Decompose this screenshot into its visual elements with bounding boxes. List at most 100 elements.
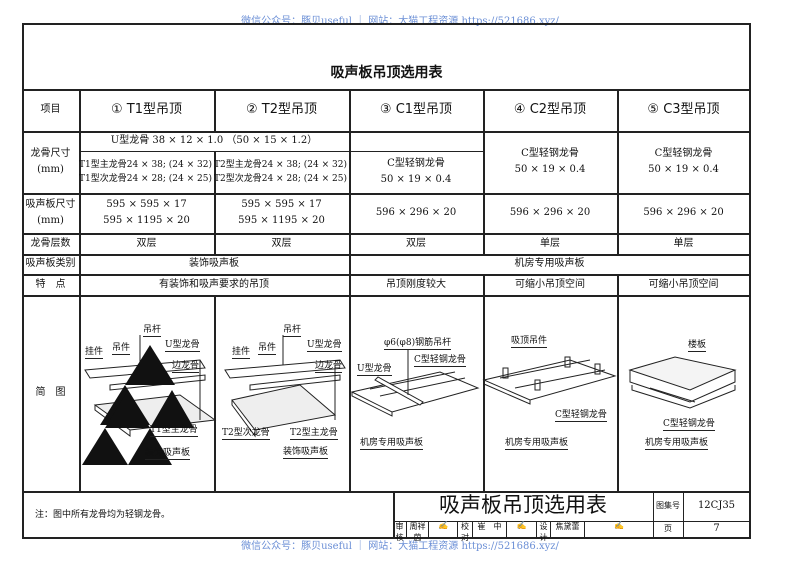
c3-label-c-keel: C型轻钢龙骨 xyxy=(663,419,715,431)
divider xyxy=(683,491,684,537)
divider xyxy=(393,521,750,522)
t1-label-hanger: 吊件 xyxy=(112,343,131,355)
c2-feature: 可缩小吊顶空间 xyxy=(515,278,585,290)
t1-keel-size: T1型主龙骨24 × 38; (24 × 32) T1型次龙骨24 × 28; (… xyxy=(79,151,214,193)
divider xyxy=(393,491,395,537)
divider xyxy=(22,193,751,195)
footer-note: 注：图中所有龙骨均为轻钢龙骨。 xyxy=(35,510,171,520)
watermark-top: 微信公众号：豚贝useful ｜ 网站：大猫工程资源 https://52168… xyxy=(241,16,559,27)
black-triangle xyxy=(125,345,175,385)
divider xyxy=(79,151,483,152)
divider xyxy=(483,89,485,254)
label: 吸声板尺寸 xyxy=(25,199,76,210)
row-label-diagram: 简 图 xyxy=(35,387,66,398)
design-label: 设计 xyxy=(537,521,551,542)
size-b: 595 × 1195 × 20 xyxy=(238,215,325,226)
name: C型轻钢龙骨 xyxy=(654,148,713,159)
c1-diagram xyxy=(350,350,480,417)
size-b: 595 × 1195 × 20 xyxy=(103,215,190,226)
size: 50 × 19 × 0.4 xyxy=(648,164,719,175)
label: 龙骨尺寸 xyxy=(30,148,71,159)
t1-diagram xyxy=(82,335,217,465)
size: 50 × 19 × 0.4 xyxy=(380,174,452,185)
t1-label-edge-keel: 边龙骨 xyxy=(172,361,200,373)
black-triangle xyxy=(105,390,150,428)
t2-label-hook: 挂件 xyxy=(232,347,251,359)
page-label: 页 xyxy=(664,523,672,533)
unit: (mm) xyxy=(37,164,64,175)
c3-keel-size: C型轻钢龙骨 50 × 19 × 0.4 xyxy=(617,131,750,193)
row-label-keel-size: 龙骨尺寸 (mm) xyxy=(22,131,79,193)
c1-label-c-keel: C型轻钢龙骨 xyxy=(414,355,466,367)
reviewer-name: 周祥茵 xyxy=(407,521,429,542)
t2-board-size: 595 × 595 × 17 595 × 1195 × 20 xyxy=(214,193,349,233)
border-bottom xyxy=(22,537,751,539)
header-item: 项目 xyxy=(40,104,61,115)
divider xyxy=(22,491,751,493)
t2-main: T2型主龙骨24 × 38; (24 × 32) xyxy=(214,159,347,170)
c3-layers: 单层 xyxy=(673,237,694,249)
designer-signature: ✍ xyxy=(614,521,624,530)
size-a: 595 × 595 × 17 xyxy=(106,199,187,210)
t1-sub: T1型次龙骨24 × 28; (24 × 25) xyxy=(79,174,212,184)
t1-main: T1型主龙骨24 × 38; (24 × 32) xyxy=(79,159,212,170)
header-c3: ⑤ C3型吊顶 xyxy=(647,101,720,117)
t2-label-edge-keel: 边龙骨 xyxy=(315,361,343,373)
black-triangle xyxy=(128,428,172,465)
divider xyxy=(214,295,216,491)
divider xyxy=(617,274,619,491)
size: 50 × 19 × 0.4 xyxy=(514,164,586,175)
t2-label-sub-keel: T2型次龙骨 xyxy=(222,428,270,440)
row-label-board-size: 吸声板尺寸(mm) xyxy=(22,193,79,233)
divider xyxy=(22,131,751,133)
c3-board-size: 596 × 296 × 20 xyxy=(643,207,724,218)
divider xyxy=(22,254,751,256)
c3-diagram xyxy=(628,356,737,409)
c1-label-rod: φ6(φ8)钢筋吊杆 xyxy=(384,338,452,350)
row-label-board-type: 吸声板类别 xyxy=(25,258,76,269)
t2-layers: 双层 xyxy=(271,237,292,249)
atlas-number: 12CJ35 xyxy=(697,500,736,511)
c1-board-size: 596 × 296 × 20 xyxy=(375,207,457,218)
review-label: 审核 xyxy=(393,521,407,542)
divider xyxy=(349,274,351,491)
t2-label-hanger: 吊件 xyxy=(258,343,277,355)
header-c1: ③ C1型吊顶 xyxy=(379,101,453,117)
t1-label-board: 装饰吸声板 xyxy=(145,448,191,460)
border-top xyxy=(22,23,751,25)
signature-row: 审核 周祥茵 ✍ 校对 崔 中 ✍ 设计 焦黛蕾 ✍ xyxy=(393,521,653,542)
checker-signature: ✍ xyxy=(507,521,537,537)
t1-label-hanger-rod: 吊杆 xyxy=(143,325,162,337)
border-left xyxy=(22,23,24,538)
t2-sub: T2型次龙骨24 × 28; (24 × 25) xyxy=(214,174,347,184)
size-a: 595 × 595 × 17 xyxy=(241,199,322,210)
divider xyxy=(22,89,751,91)
t2-label-main-keel: T2型主龙骨 xyxy=(290,428,338,440)
check-label: 校对 xyxy=(458,521,473,542)
t-feature: 有装饰和吸声要求的吊顶 xyxy=(159,278,269,290)
footer-title: 吸声板吊顶选用表 xyxy=(439,493,607,518)
t1-label-hook: 挂件 xyxy=(85,347,104,359)
row-label-feature: 特 点 xyxy=(35,278,66,290)
divider xyxy=(617,89,619,254)
reviewer-signature: ✍ xyxy=(429,521,458,537)
t2-keel-size: T2型主龙骨24 × 38; (24 × 32) T2型次龙骨24 × 28; (… xyxy=(214,151,349,193)
divider xyxy=(79,89,81,491)
c1-label-u-keel: U型龙骨 xyxy=(357,364,392,376)
c1-layers: 双层 xyxy=(406,237,426,249)
c2-label-hanger: 吸顶吊件 xyxy=(511,336,548,348)
c1-feature: 吊顶刚度较大 xyxy=(386,278,446,290)
header-t2: ② T2型吊顶 xyxy=(246,101,317,117)
t1-label-u-keel: U型龙骨 xyxy=(165,340,200,352)
t2-diagram xyxy=(224,335,346,438)
t1-board-size: 595 × 595 × 17 595 × 1195 × 20 xyxy=(79,193,214,233)
divider xyxy=(653,491,654,537)
c2-label-c-keel: C型轻钢龙骨 xyxy=(555,410,607,422)
checker-name: 崔 中 xyxy=(473,521,507,537)
header-c2: ④ C2型吊顶 xyxy=(513,101,587,117)
t2-label-hanger-rod: 吊杆 xyxy=(283,325,302,337)
c3-label-board: 机房专用吸声板 xyxy=(645,438,709,450)
